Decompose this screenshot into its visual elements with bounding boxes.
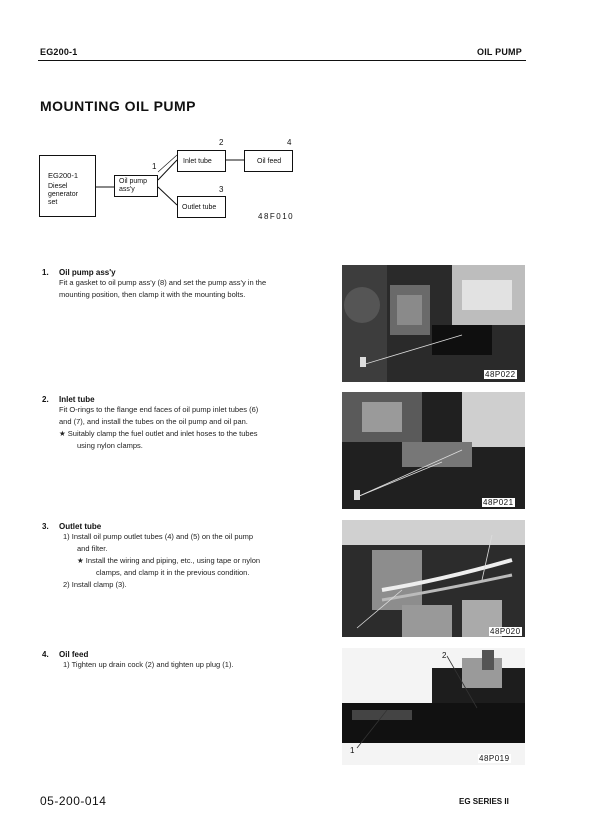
step-4-number: 4. [42, 650, 49, 659]
page-title: MOUNTING OIL PUMP [40, 98, 197, 114]
series-name: EG SERIES II [459, 797, 509, 806]
photo-inlet-tube: 48P021 [342, 392, 525, 509]
step-2-line-2: and (7), and install the tubes on the oi… [59, 417, 248, 426]
step-3-note-2: clamps, and clamp it in the previous con… [96, 568, 250, 577]
photo-oil-feed: 1 2 48P019 [342, 648, 525, 765]
diagram-label-4: 4 [287, 138, 292, 147]
svg-text:2: 2 [442, 651, 447, 660]
page-number: 05-200-014 [40, 794, 107, 808]
svg-text:1: 1 [350, 746, 355, 755]
photo-oil-feed-art: 1 2 [342, 648, 525, 765]
step-3-number: 3. [42, 522, 49, 531]
step-4-title: Oil feed [59, 650, 89, 659]
box-oil-pump: Oil pump ass'y [114, 175, 158, 197]
photo-oil-pump-assy-art [342, 265, 525, 382]
step-2-note-1: ★ Suitably clamp the fuel outlet and inl… [59, 429, 258, 438]
step-4-line-1: 1) Tighten up drain cock (2) and tighten… [63, 660, 234, 669]
box-inlet-tube: Inlet tube [177, 150, 226, 172]
box-generator-line-4: set [48, 199, 58, 206]
step-1-text: Fit a gasket to oil pump ass'y (8) and s… [59, 277, 266, 301]
diagram-code: 48F010 [258, 212, 295, 221]
photo-4-caption: 48P019 [478, 754, 511, 763]
photo-inlet-tube-art [342, 392, 525, 509]
step-1-title: Oil pump ass'y [59, 268, 116, 277]
box-oil-feed: Oil feed [244, 150, 293, 172]
box-outlet-tube: Outlet tube [177, 196, 226, 218]
photo-3-caption: 48P020 [489, 627, 522, 636]
box-oil-pump-line-1: Oil pump [119, 178, 148, 185]
box-oil-pump-line-2: ass'y [119, 186, 135, 193]
header-model: EG200-1 [40, 47, 78, 57]
box-generator-line-1: EG200-1 [48, 171, 79, 180]
step-3-line-2: and filter. [77, 544, 108, 553]
step-3-line-1: 1) Install oil pump outlet tubes (4) and… [63, 532, 254, 541]
photo-outlet-tube: 48P020 [342, 520, 525, 637]
photo-2-caption: 48P021 [482, 498, 515, 507]
diagram-label-1: 1 [152, 162, 157, 171]
step-2-text: Fit O-rings to the flange end faces of o… [59, 404, 258, 452]
step-4-text: 1) Tighten up drain cock (2) and tighten… [63, 659, 234, 671]
step-1-line-1: Fit a gasket to oil pump ass'y (8) and s… [59, 278, 267, 287]
photo-1-caption: 48P022 [484, 370, 517, 379]
header-section: OIL PUMP [477, 47, 522, 57]
photo-oil-pump-assy: 48P022 [342, 265, 525, 382]
diagram-lines [96, 154, 244, 206]
step-1-line-2: mounting position, then clamp it with th… [59, 290, 246, 299]
step-3-text: 1) Install oil pump outlet tubes (4) and… [63, 531, 260, 591]
step-3-title: Outlet tube [59, 522, 102, 531]
step-2-note-2: using nylon clamps. [77, 441, 143, 450]
step-3-line-3: 2) Install clamp (3). [63, 580, 127, 589]
header-rule [38, 60, 526, 61]
step-2-number: 2. [42, 395, 49, 404]
step-2-line-1: Fit O-rings to the flange end faces of o… [59, 405, 259, 414]
diagram-label-3: 3 [219, 185, 224, 194]
step-3-note-1: ★ Install the wiring and piping, etc., u… [77, 556, 261, 565]
diagram-label-2: 2 [219, 138, 224, 147]
box-generator-line-3: generator [48, 191, 78, 198]
box-generator-set: EG200-1 Diesel generator set [39, 155, 96, 217]
step-1-number: 1. [42, 268, 49, 277]
photo-outlet-tube-art [342, 520, 525, 637]
box-generator-line-2: Diesel [48, 183, 68, 190]
step-2-title: Inlet tube [59, 395, 95, 404]
